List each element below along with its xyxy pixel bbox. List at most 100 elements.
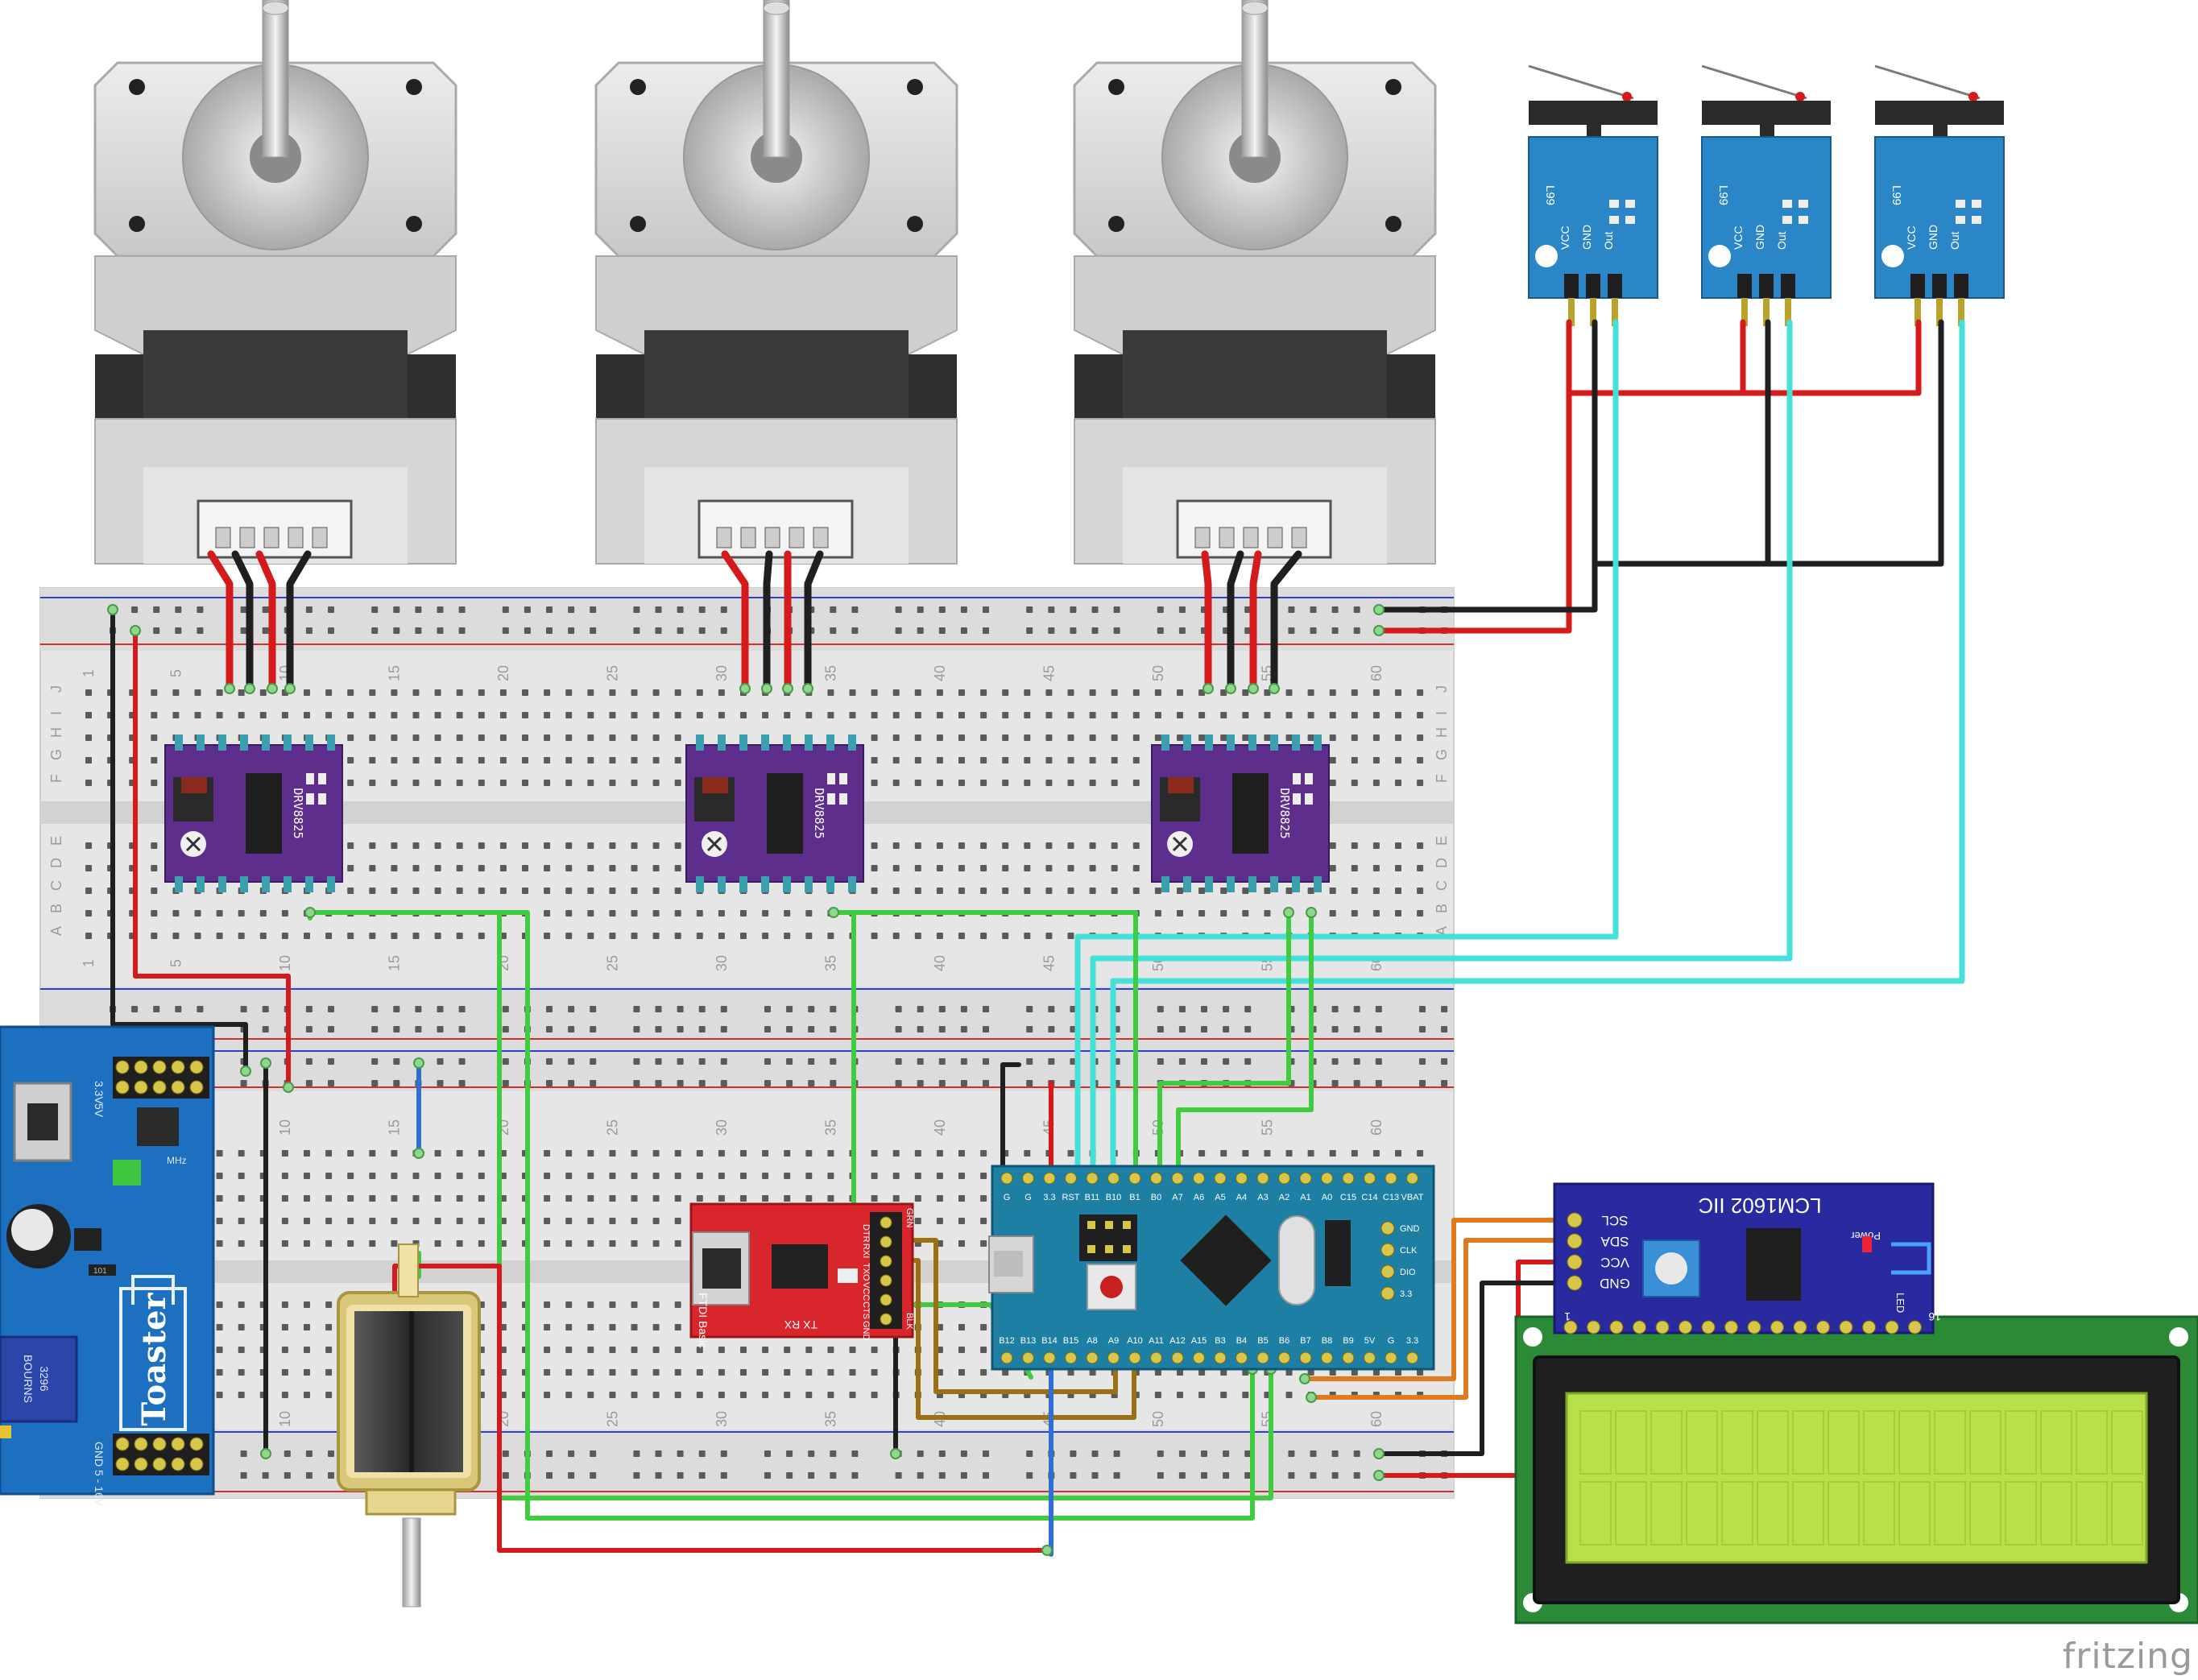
pin-last-label: 16: [1928, 1310, 1941, 1323]
regulator-icon: [137, 1107, 179, 1146]
breadboard-labels: 1155101015152020252530303535404045455050…: [48, 665, 1450, 1427]
wire-end: [1202, 683, 1214, 694]
column-number-mid: 1: [81, 959, 97, 967]
solenoid: [337, 1243, 481, 1608]
mcu-bottom-pin-label: A12: [1169, 1336, 1186, 1346]
toaster-logo: [119, 1275, 187, 1431]
mcu-bottom-pin-label: A8: [1087, 1336, 1097, 1346]
mcu-debug-pin-label: 3.3: [1400, 1289, 1412, 1299]
column-number-top: 5: [168, 669, 184, 677]
stepper-motors: [93, 0, 1437, 565]
mcu-top-pin-label: A1: [1300, 1193, 1310, 1202]
column-number-mid: 5: [168, 959, 184, 967]
ftdi-pin-label: TXO: [861, 1263, 871, 1281]
mhz-label: MHz: [167, 1155, 187, 1166]
i2c-pin-label: SCL: [1601, 1213, 1628, 1228]
row-letter: I: [1434, 711, 1450, 715]
row-letter: G: [1434, 749, 1450, 760]
switch-pin-label: GND: [1580, 225, 1593, 250]
column-number-mid: 15: [386, 955, 402, 971]
column-number-bottom: 50: [1150, 1411, 1166, 1427]
mcu-top-pin-label: G: [1024, 1193, 1032, 1202]
ftdi-side-label: BLK: [904, 1313, 914, 1330]
label-gnd: GND: [93, 1442, 106, 1467]
mcu-bottom-pin-label: 5V: [1364, 1336, 1376, 1346]
row-letter: E: [1434, 836, 1450, 846]
ftdi-txrx: TX RX: [784, 1318, 818, 1331]
label-3v3: 3.3V: [93, 1081, 106, 1104]
screw-icon: [907, 79, 923, 95]
crystal-icon: [1278, 1215, 1315, 1306]
row-letter: D: [48, 858, 64, 868]
column-number-lower: 60: [1368, 1119, 1385, 1136]
mcu-bottom-pin-label: B9: [1343, 1336, 1353, 1346]
toaster-label: Toaster: [135, 1292, 173, 1426]
mount-hole-icon: [1523, 1327, 1542, 1347]
led-label: LED: [1894, 1293, 1906, 1313]
switch-pin-label: Out: [1602, 231, 1615, 250]
wires: [107, 319, 1965, 1557]
mount-hole-icon: [2169, 1327, 2188, 1347]
column-number-mid: 10: [277, 955, 293, 971]
row-letter: B: [1434, 904, 1450, 913]
screw-icon: [630, 79, 646, 95]
fritzing-logo: fritzing: [2062, 1636, 2193, 1677]
wire-end: [782, 683, 793, 694]
wire-end: [304, 907, 316, 918]
i2c-pin-label: GND: [1600, 1276, 1630, 1291]
mcu-top-pin-label: B1: [1129, 1193, 1140, 1202]
column-number-mid: 25: [604, 955, 620, 971]
mcu-debug-pin-label: CLK: [1400, 1246, 1418, 1256]
lcd-title: LCM1602 IIC: [1698, 1194, 1821, 1218]
row-letter: F: [48, 774, 64, 783]
mcu-bottom-pin-label: B7: [1300, 1336, 1310, 1346]
driver-label: DRV8825: [291, 788, 305, 838]
stepper-motor: [93, 0, 457, 565]
mcu-top-pin-label: A0: [1322, 1193, 1332, 1202]
mcu-top-pin-label: A2: [1279, 1193, 1289, 1202]
screw-icon: [630, 216, 646, 232]
column-number-bottom: 35: [822, 1411, 838, 1427]
column-number-lower: 30: [714, 1119, 730, 1136]
row-letter: D: [1434, 858, 1450, 868]
drv8825-driver: DRV8825: [1151, 734, 1330, 892]
ftdi-pin-label: DTR: [861, 1224, 871, 1243]
mcu-top-pin-label: G: [1004, 1193, 1011, 1202]
mcu-top-pin-label: RST: [1062, 1193, 1080, 1202]
mcu-debug-pin-label: DIO: [1400, 1268, 1416, 1277]
row-letter: A: [1434, 926, 1450, 936]
column-number-mid: 30: [714, 955, 730, 971]
mcu-top-pin-label: B10: [1106, 1193, 1122, 1202]
mcu-top-pin-label: A4: [1236, 1193, 1247, 1202]
switch-pin-label: Out: [1775, 231, 1788, 250]
switch-code: L99: [1890, 185, 1903, 205]
mcu-debug-pin-label: GND: [1400, 1224, 1420, 1234]
switch-pin-label: GND: [1753, 225, 1766, 250]
screw-icon: [1108, 79, 1124, 95]
mcu-bottom-pin-label: G: [1388, 1336, 1395, 1346]
potentiometer-icon: [0, 1335, 78, 1423]
i2c-backpack: [1553, 1182, 1935, 1334]
ftdi-name: FTDI Basic: [697, 1293, 710, 1348]
column-number-lower: 10: [277, 1119, 293, 1136]
column-number-mid: 45: [1041, 955, 1057, 971]
column-number-lower: 25: [604, 1119, 620, 1136]
motor-leads: [207, 550, 1302, 693]
column-number-bottom: 25: [604, 1411, 620, 1427]
ftdi-basic-board: FTDI Basic TX RX DTRRXITXOVCCCTSGNDGRNBL…: [689, 1202, 914, 1348]
wire-end: [413, 1148, 424, 1159]
row-letter: B: [48, 904, 64, 913]
screw-icon: [1108, 216, 1124, 232]
row-letter: A: [48, 926, 64, 936]
column-number-lower: 15: [386, 1119, 402, 1136]
switch-pin-label: VCC: [1732, 226, 1745, 250]
column-number-top: 60: [1368, 665, 1385, 681]
mcu-bottom-pin-label: B5: [1257, 1336, 1268, 1346]
wire-end: [1373, 625, 1385, 636]
ftdi-chip-icon: [772, 1244, 828, 1289]
wire-end: [1306, 907, 1317, 918]
mcu-top-pin-label: A7: [1172, 1193, 1182, 1202]
wire-end: [802, 683, 813, 694]
